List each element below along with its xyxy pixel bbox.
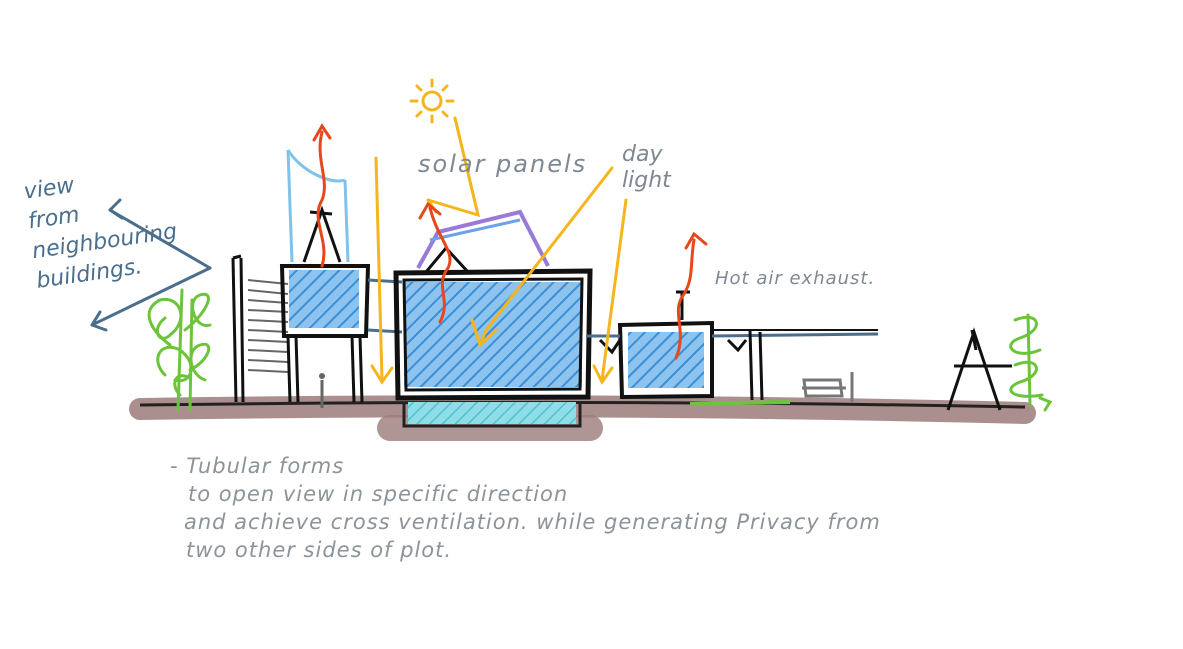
label-line: day xyxy=(622,142,663,167)
sun-icon xyxy=(409,78,455,124)
daylight-arrows xyxy=(370,116,628,385)
ground-line xyxy=(129,395,1036,441)
label-day-light: day light xyxy=(622,142,702,194)
label-view-from-neighbouring-buildings: view from neighbouring buildings. xyxy=(22,154,207,296)
design-notes: - Tubular forms to open view in specific… xyxy=(170,452,881,564)
solar-panel xyxy=(416,209,550,269)
tree-left xyxy=(147,288,212,412)
tree-right xyxy=(1009,313,1053,412)
pool xyxy=(402,402,582,428)
note-line: two other sides of plot. xyxy=(186,538,453,562)
lawn-strip xyxy=(689,400,791,406)
a-frame xyxy=(946,327,1012,411)
note-line: - Tubular forms xyxy=(170,454,345,478)
note-line: and achieve cross ventilation. while gen… xyxy=(184,510,881,534)
label-solar-panels: solar panels xyxy=(418,150,588,178)
hot-air-arrows xyxy=(312,123,708,360)
label-line: light xyxy=(622,168,671,193)
light-tube xyxy=(286,149,350,263)
bench xyxy=(802,372,854,402)
note-line: to open view in specific direction xyxy=(188,482,569,506)
label-hot-air-exhaust: Hot air exhaust. xyxy=(715,268,876,289)
louvered-wall xyxy=(231,254,289,403)
view-arrows xyxy=(90,198,212,332)
right-block xyxy=(586,290,879,401)
